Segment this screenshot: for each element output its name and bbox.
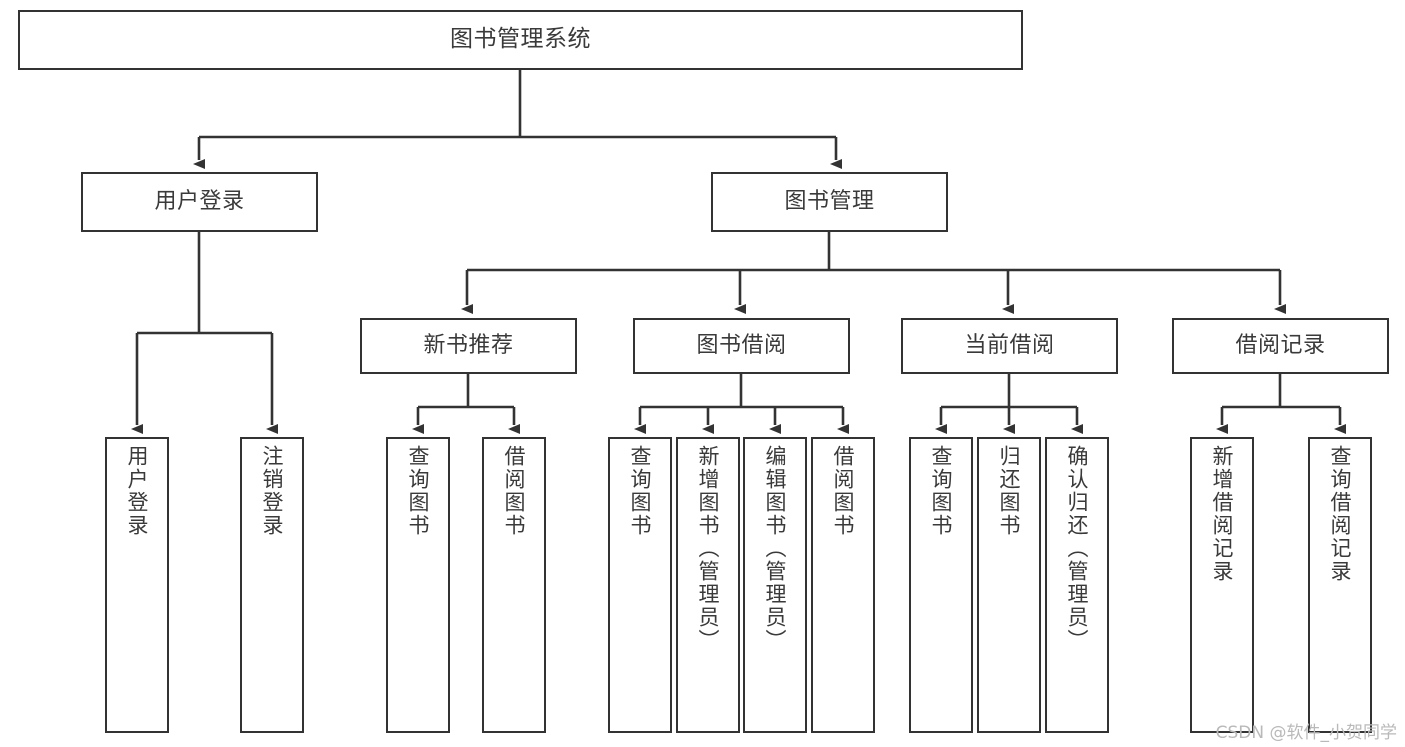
leaf-user-login[interactable]: 用户登录 (105, 437, 169, 733)
node-label: 借阅图书 (502, 445, 527, 537)
node-book-manage[interactable]: 图书管理 (711, 172, 948, 232)
csdn-watermark: CSDN @软件_小贺同学 (1215, 723, 1397, 743)
node-label: 查询图书 (628, 445, 653, 537)
node-label: 确认归还（管理员） (1065, 445, 1090, 652)
node-label: 用户登录 (154, 189, 245, 215)
node-label: 新增借阅记录 (1210, 445, 1235, 583)
node-label: 归还图书 (997, 445, 1022, 537)
node-label: 用户登录 (125, 445, 150, 537)
leaf-edit-book-admin[interactable]: 编辑图书（管理员） (743, 437, 807, 733)
leaf-return-book[interactable]: 归还图书 (977, 437, 1041, 733)
node-label: 注销登录 (260, 445, 285, 537)
node-book-borrow[interactable]: 图书借阅 (633, 318, 850, 374)
leaf-add-book-admin[interactable]: 新增图书（管理员） (676, 437, 740, 733)
node-label: 编辑图书（管理员） (763, 445, 788, 652)
leaf-borrow-book[interactable]: 借阅图书 (811, 437, 875, 733)
leaf-logout[interactable]: 注销登录 (240, 437, 304, 733)
leaf-add-borrow-record[interactable]: 新增借阅记录 (1190, 437, 1254, 733)
leaf-query-book-recommend[interactable]: 查询图书 (386, 437, 450, 733)
leaf-confirm-return-admin[interactable]: 确认归还（管理员） (1045, 437, 1109, 733)
node-current-borrow[interactable]: 当前借阅 (901, 318, 1118, 374)
node-label: 图书借阅 (696, 333, 787, 359)
node-label: 图书管理 (784, 189, 875, 215)
node-label: 查询图书 (929, 445, 954, 537)
node-new-book-recommend[interactable]: 新书推荐 (360, 318, 577, 374)
node-label: 借阅图书 (831, 445, 856, 537)
node-root-system[interactable]: 图书管理系统 (18, 10, 1023, 70)
node-label: 查询借阅记录 (1328, 445, 1353, 583)
node-borrow-record[interactable]: 借阅记录 (1172, 318, 1389, 374)
leaf-query-book-borrow[interactable]: 查询图书 (608, 437, 672, 733)
node-label: 查询图书 (406, 445, 431, 537)
node-label: 新书推荐 (423, 333, 514, 359)
node-label: 当前借阅 (964, 333, 1055, 359)
node-label: 图书管理系统 (450, 26, 591, 53)
leaf-query-book-current[interactable]: 查询图书 (909, 437, 973, 733)
leaf-borrow-book-recommend[interactable]: 借阅图书 (482, 437, 546, 733)
node-label: 借阅记录 (1235, 333, 1326, 359)
node-label: 新增图书（管理员） (696, 445, 721, 652)
node-user-login[interactable]: 用户登录 (81, 172, 318, 232)
leaf-query-borrow-record[interactable]: 查询借阅记录 (1308, 437, 1372, 733)
